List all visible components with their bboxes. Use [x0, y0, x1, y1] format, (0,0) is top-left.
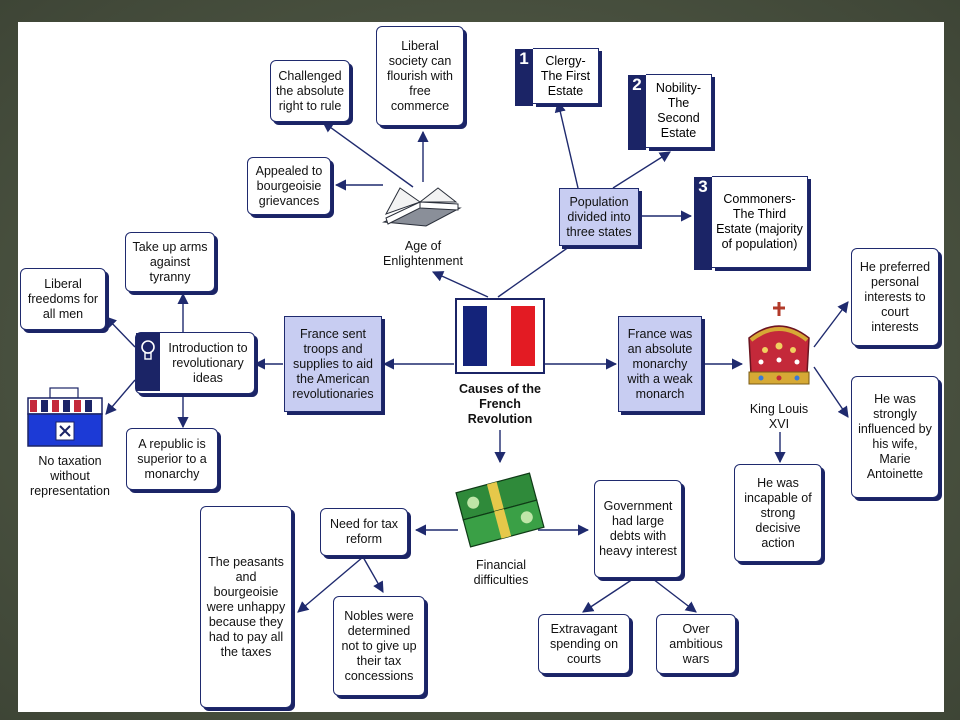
link-flag-book	[431, 271, 489, 298]
flag-red-stripe	[511, 306, 535, 366]
center-title: Causes of the French Revolution	[459, 382, 541, 426]
link-tax-nobles	[362, 556, 384, 593]
link-pop-first	[554, 100, 579, 189]
flag-blue-stripe	[463, 306, 487, 366]
no-taxation-label: No taxation without representation	[30, 454, 110, 498]
king-label: King Louis XVI	[749, 402, 809, 431]
flag-white-stripe	[487, 306, 511, 366]
estate-second: 2 Nobility- The Second Estate	[628, 74, 712, 150]
link-intro-notax	[105, 379, 136, 415]
estate-third: 3 Commoners- The Third Estate (majority …	[694, 176, 808, 270]
peasants-node: The peasants and bourgeoisie were unhapp…	[200, 506, 292, 708]
estate-label: Nobility- The Second Estate	[655, 81, 702, 140]
troops-node: France sent troops and supplies to aid t…	[284, 316, 382, 412]
tax-reform-node: Need for tax reform	[320, 508, 408, 556]
debts-node: Government had large debts with heavy in…	[594, 480, 682, 578]
population-node: Population divided into three states	[559, 188, 639, 246]
intro-ideas-node: Introduction to revolutionary ideas	[135, 332, 255, 394]
lightbulb-icon	[136, 333, 160, 391]
appealed-node: Appealed to bourgeoisie grievances	[247, 157, 331, 215]
personal-interests-node: He preferred personal interests to court…	[851, 248, 939, 346]
take-up-arms-node: Take up arms against tyranny	[125, 232, 215, 292]
extravagant-node: Extravagant spending on courts	[538, 614, 630, 674]
liberal-society-node: Liberal society can flourish with free c…	[376, 26, 464, 126]
link-king-personal	[813, 301, 849, 348]
liberal-freedoms-node: Liberal freedoms for all men	[20, 268, 106, 330]
crown-icon	[748, 302, 810, 385]
book-icon	[382, 187, 462, 227]
estate-number: 3	[694, 177, 712, 270]
link-flag-population	[497, 236, 584, 298]
estate-number: 1	[515, 49, 533, 106]
republic-node: A republic is superior to a monarchy	[126, 428, 218, 490]
ballot-box-icon	[27, 387, 103, 447]
estate-label: Clergy- The First Estate	[540, 53, 591, 98]
nobles-node: Nobles were determined not to give up th…	[333, 596, 425, 696]
link-debts-wars	[652, 578, 697, 613]
wars-node: Over ambitious wars	[656, 614, 736, 674]
estate-first: 1 Clergy- The First Estate	[515, 48, 599, 106]
connector-lines	[105, 100, 849, 613]
estate-number: 2	[628, 75, 646, 150]
concept-map: Causes of the French Revolution Challeng…	[18, 22, 944, 712]
challenged-node: Challenged the absolute right to rule	[270, 60, 350, 122]
link-debts-extravagant	[582, 578, 634, 613]
enlightenment-label: Age of Enlightenment	[383, 239, 463, 268]
link-pop-second	[612, 151, 671, 189]
money-icon	[455, 472, 545, 548]
absolute-monarchy-node: France was an absolute monarchy with a w…	[618, 316, 702, 412]
link-tax-peasants	[297, 556, 364, 613]
link-intro-liberal	[105, 316, 136, 348]
link-king-influenced	[813, 366, 849, 418]
flag-icon	[455, 298, 545, 374]
estate-label: Commoners- The Third Estate (majority of…	[716, 192, 803, 251]
influenced-node: He was strongly influenced by his wife, …	[851, 376, 939, 498]
incapable-node: He was incapable of strong decisive acti…	[734, 464, 822, 562]
intro-ideas-label: Introduction to revolutionary ideas	[168, 340, 248, 385]
financial-label: Financial difficulties	[473, 558, 529, 587]
link-book-challenged	[322, 121, 414, 188]
